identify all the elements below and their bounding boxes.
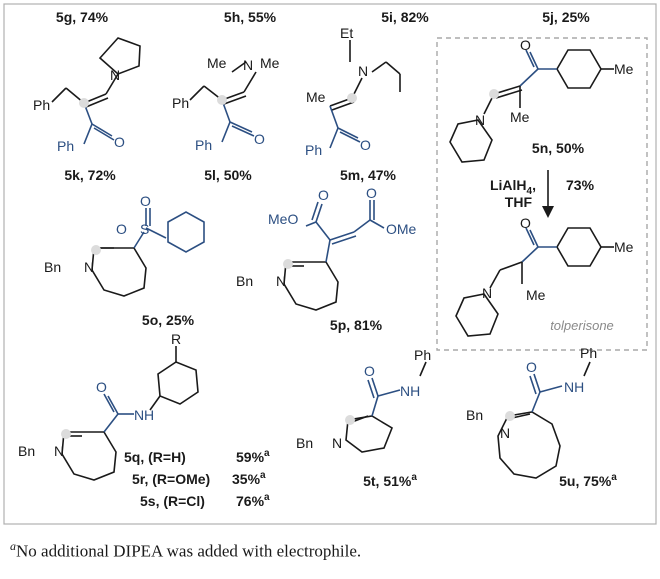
compound-tolperisone [455,227,614,337]
atom-5p-bn: Bn [236,273,253,289]
footnote-text: No additional DIPEA was added with elect… [16,541,362,561]
alkene-marker-5q [61,429,71,439]
atom-tol-n: N [482,285,492,301]
yield-5r: 35%a [232,470,266,487]
label-5j: 5j, 25% [542,9,590,25]
atom-5u-nh: NH [564,379,584,395]
atom-5t-o: O [364,363,375,379]
label-5n: 5n, 50% [532,140,585,156]
atom-5t-nh: NH [400,383,420,399]
compound-5n [449,49,614,163]
label-5l: 5l, 50% [204,167,252,183]
atom-5n-me2: Me [614,61,634,77]
atom-5k-o: O [114,134,125,150]
atom-qrs-n: N [134,407,144,423]
atom-5m-n: N [358,63,368,79]
atom-5o-n: N [84,259,94,275]
alkene-marker-5m [347,93,357,103]
product-name: tolperisone [550,318,614,333]
atom-qrs-h: H [144,407,154,423]
atom-qrs-n2: N [54,443,64,459]
atom-5t-ph: Ph [414,347,431,363]
alkene-marker-5o [91,245,101,255]
footnote-marker: a [10,539,16,553]
alkene-marker-5p [283,259,293,269]
label-5k: 5k, 72% [64,167,116,183]
label-5h: 5h, 55% [224,9,277,25]
alkene-marker-5k [79,98,89,108]
atom-5m-ph: Ph [305,142,322,158]
compound-5t [345,361,427,453]
alkene-marker-5n [489,89,499,99]
atom-5n-me1: Me [510,109,530,125]
atom-5k-ph2: Ph [57,138,74,154]
atom-5l-me1: Me [207,55,227,71]
atom-5o-s: S [140,221,149,237]
label-5s: 5s, (R=Cl) [140,493,205,509]
atom-5u-o: O [526,359,537,375]
alkene-marker-5t [345,415,355,425]
label-5m: 5m, 47% [340,167,397,183]
label-5u: 5u, 75%a [559,472,617,489]
compound-5m [329,40,401,149]
label-5q: 5q, (R=H) [124,449,186,465]
atom-qrs-o: O [96,379,107,395]
atom-tol-me2: Me [614,239,634,255]
label-5o: 5o, 25% [142,312,195,328]
atom-5o-o1: O [140,193,151,209]
atom-5n-o: O [520,37,531,53]
atom-5t-n: N [332,435,342,451]
atom-5n-n: N [475,112,485,128]
atom-5l-o: O [254,131,265,147]
reagent-lialh4: LiAlH4, [490,177,536,197]
atom-5l-ph1: Ph [172,95,189,111]
atom-5o-bn: Bn [44,259,61,275]
atom-5m-me: Me [306,89,326,105]
alkene-marker-5l [217,95,227,105]
atom-5u-bn: Bn [466,407,483,423]
atom-5p-ome: OMe [386,221,417,237]
atom-5k-ph1: Ph [33,97,50,113]
compound-5q-5s [61,346,199,481]
atom-5p-n: N [276,273,286,289]
atom-5u-n: N [500,425,510,441]
label-5g: 5g, 74% [56,9,109,25]
atom-5m-o: O [360,137,371,153]
tolperisone-box [436,37,648,351]
reduction-yield: 73% [566,177,595,193]
atom-5m-et: Et [340,25,353,41]
reagent-thf: THF [505,194,533,210]
atom-5l-n: N [243,57,253,73]
label-5t: 5t, 51%a [363,472,417,489]
atom-5l-ph2: Ph [195,137,212,153]
compound-5p [283,200,385,311]
atom-tol-o: O [520,215,531,231]
atom-5o-o2: O [116,221,127,237]
atom-5u-ph: Ph [580,345,597,361]
atom-5t-bn: Bn [296,435,313,451]
atom-5k-n: N [110,67,120,83]
atom-5p-meo: MeO [268,211,298,227]
yield-5s: 76%a [236,492,270,509]
atom-qrs-r: R [171,331,181,347]
label-5i: 5i, 82% [381,9,429,25]
atom-5p-o1: O [318,187,329,203]
label-5r: 5r, (R=OMe) [132,471,210,487]
footnote: aNo additional DIPEA was added with elec… [10,539,361,562]
compound-5u [497,361,591,479]
arrow-head [542,206,554,218]
scheme-frame [3,3,657,525]
alkene-marker-5u [505,411,515,421]
atom-5l-me2: Me [260,55,280,71]
compound-5k [51,37,141,145]
atom-tol-me1: Me [526,287,546,303]
atom-5p-o2: O [366,185,377,201]
label-5p: 5p, 81% [330,317,383,333]
atom-qrs-bn: Bn [18,443,35,459]
yield-5q: 59%a [236,448,270,465]
